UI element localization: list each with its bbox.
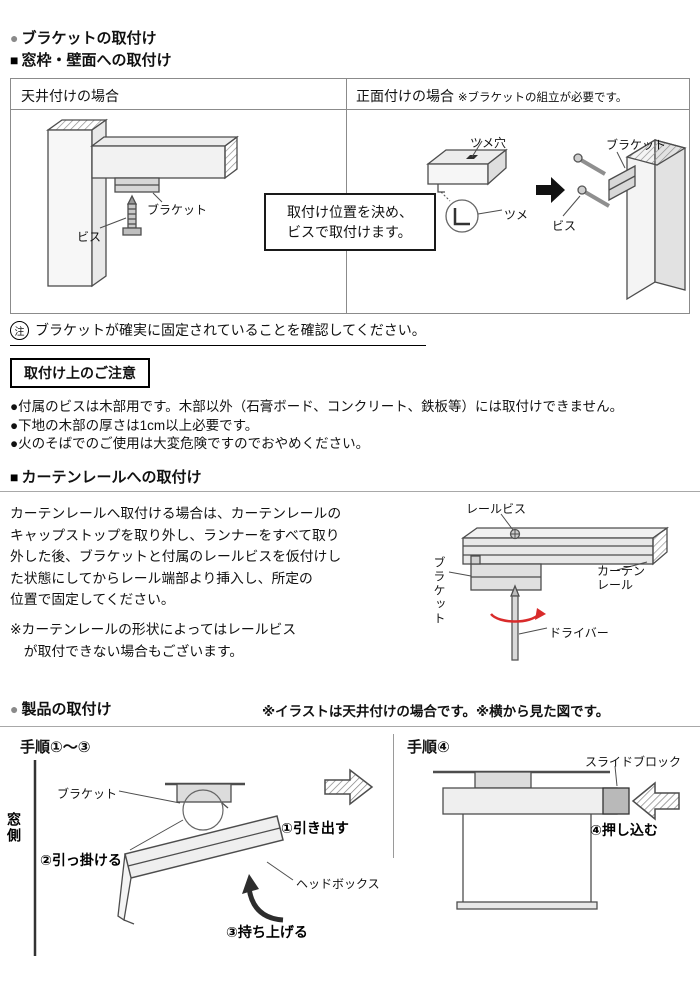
label-step2: ②引っ掛ける bbox=[40, 852, 122, 868]
label-ceiling-bracket: ブラケット bbox=[147, 203, 208, 217]
section-title-text: ブラケットの取付け bbox=[21, 30, 157, 47]
section-title-window-wall: ■ 窓枠・壁面への取付け bbox=[10, 49, 171, 70]
caution-box-title: 取付け上のご注意 bbox=[10, 358, 150, 388]
label-slide-block: スライドブロック bbox=[585, 755, 682, 769]
label-rail-screw: レールビス bbox=[466, 502, 527, 516]
square-bullet-icon: ■ bbox=[10, 468, 19, 485]
arrow-right-icon bbox=[536, 177, 565, 203]
label-step3: ③持ち上げる bbox=[226, 924, 308, 940]
front-mount-header: 正面付けの場合 ※ブラケットの組立が必要です。 bbox=[356, 86, 627, 106]
curtain-rail-title-text: カーテンレールへの取付け bbox=[21, 469, 202, 486]
caution-item: ●火のそばでのご使用は大変危険ですのでおやめください。 bbox=[10, 436, 370, 451]
section-title-bracket: ● ブラケットの取付け bbox=[10, 27, 156, 48]
label-step1: ①引き出す bbox=[281, 820, 349, 836]
mounting-table: 天井付けの場合 正面付けの場合 ※ブラケットの組立が必要です。 取付け位置を決め… bbox=[10, 78, 690, 314]
label-claw: ツメ bbox=[504, 208, 529, 222]
note-mark-icon: 注 bbox=[10, 320, 29, 340]
steps-left-title: 手順①〜③ bbox=[20, 739, 91, 756]
ceiling-mount-illustration bbox=[45, 118, 239, 288]
table-header-line bbox=[11, 109, 689, 110]
section-rule bbox=[0, 726, 700, 727]
curtain-rail-illustration bbox=[448, 513, 670, 661]
steps-1-3-illustration bbox=[33, 760, 374, 956]
label-window-side: 窓側 bbox=[6, 812, 22, 844]
label-front-bracket: ブラケット bbox=[606, 138, 667, 152]
front-mount-header-note: ※ブラケットの組立が必要です。 bbox=[457, 92, 628, 104]
product-note: ※イラストは天井付けの場合です。※横から見た図です。 bbox=[262, 704, 610, 719]
label-rail-bracket: ブラケット bbox=[432, 556, 446, 626]
section-title-curtain-rail: ■ カーテンレールへの取付け bbox=[10, 466, 201, 487]
section-rule bbox=[0, 491, 700, 492]
section-subtitle-text: 窓枠・壁面への取付け bbox=[21, 52, 172, 69]
label-step4: ④押し込む bbox=[590, 822, 658, 838]
caution-item: ●付属のビスは木部用です。木部以外（石膏ボード、コンクリート、鉄板等）には取付け… bbox=[10, 399, 624, 414]
center-instruction-box: 取付け位置を決め、 ビスで取付けます。 bbox=[264, 193, 436, 251]
label-curtain-rail: カーテン レール bbox=[597, 564, 646, 592]
square-bullet-icon: ■ bbox=[10, 51, 19, 68]
front-mount-header-text: 正面付けの場合 bbox=[356, 88, 454, 104]
caution-item: ●下地の木部の厚さは1cm以上必要です。 bbox=[10, 417, 259, 433]
fixing-note-text: ブラケットが確実に固定されていることを確認してください。 bbox=[35, 322, 426, 338]
label-headbox: ヘッドボックス bbox=[296, 877, 380, 891]
label-steps-bracket: ブラケット bbox=[57, 787, 118, 801]
section-title-product: ● 製品の取付け bbox=[10, 698, 111, 719]
label-ceiling-screw: ビス bbox=[77, 230, 102, 244]
product-title-text: 製品の取付け bbox=[21, 701, 112, 718]
curtain-rail-note: ※カーテンレールの形状によってはレールビス が取付できない場合もございます。 bbox=[10, 622, 297, 659]
circle-bullet-icon: ● bbox=[10, 700, 19, 717]
caution-list: ●付属のビスは木部用です。木部以外（石膏ボード、コンクリート、鉄板等）には取付け… bbox=[10, 398, 694, 454]
label-claw-hole: ツメ穴 bbox=[470, 136, 507, 150]
curtain-rail-body: カーテンレールへ取付ける場合は、カーテンレールの キャップストップを取り外し、ラ… bbox=[10, 506, 342, 608]
label-driver: ドライバー bbox=[549, 626, 609, 640]
front-mount-illustration bbox=[562, 138, 687, 301]
ceiling-mount-header: 天井付けの場合 bbox=[21, 88, 119, 104]
steps-right-title: 手順④ bbox=[407, 739, 450, 756]
claw-bracket-illustration bbox=[426, 140, 508, 233]
circle-bullet-icon: ● bbox=[10, 29, 19, 46]
step-4-illustration bbox=[433, 765, 680, 910]
label-front-screw: ビス bbox=[552, 219, 577, 233]
fixing-note: 注 ブラケットが確実に固定されていることを確認してください。 bbox=[10, 320, 426, 346]
steps-divider bbox=[393, 734, 394, 858]
